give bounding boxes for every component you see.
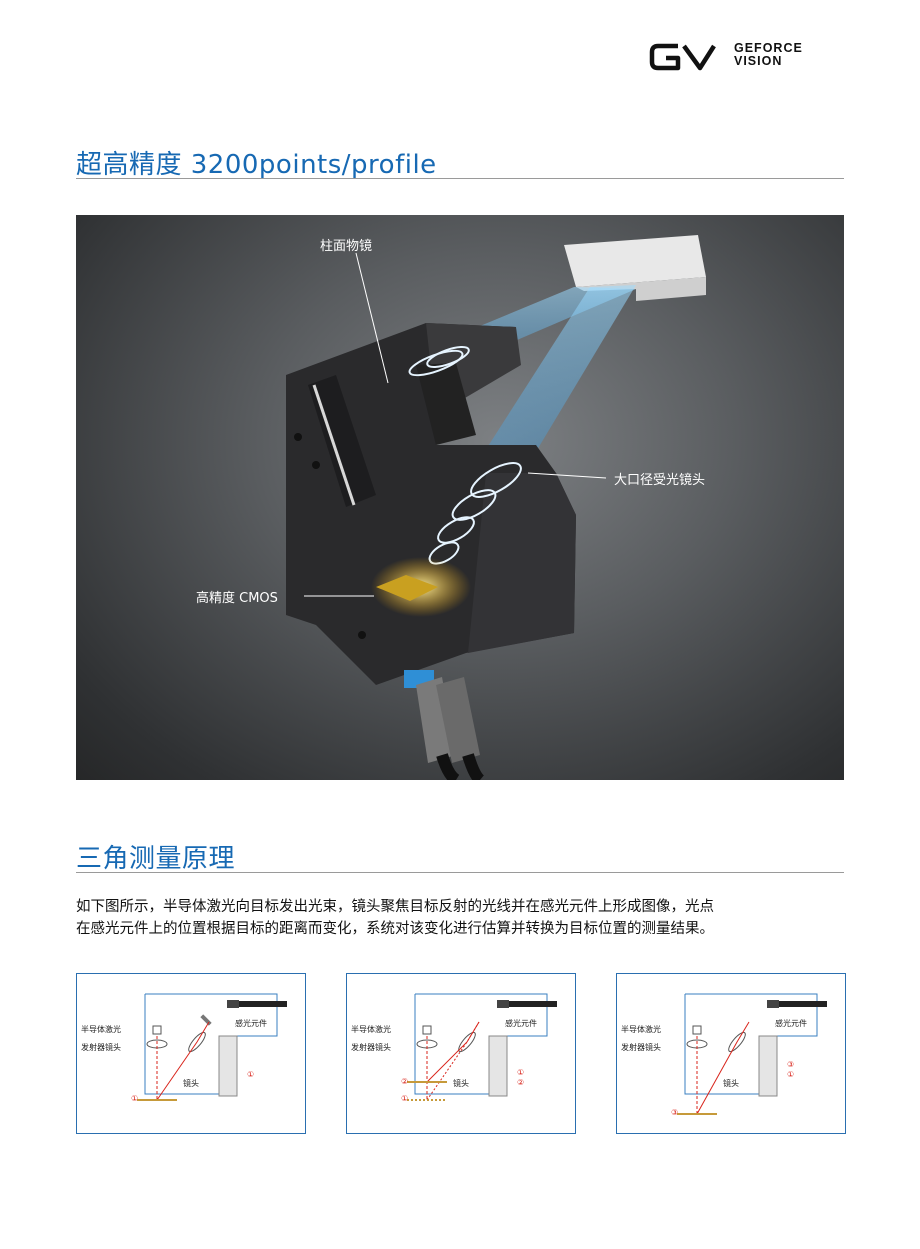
panel2-emitter-lens-label: 发射器镜头 [351,1043,391,1052]
callout-large-lens: 大口径受光镜头 [614,473,706,488]
panel3-emitter-lens-label: 发射器镜头 [621,1043,661,1052]
panel2-mark-1: ① [517,1068,525,1077]
diagram-panel-2: 半导体激光 发射器镜头 感光元件 镜头 ① ② ② ① [346,973,576,1134]
lens-stack [408,346,522,565]
brand-line2: VISION [734,54,783,68]
callout-lines [304,252,607,597]
sensor-housing [286,323,576,685]
panel1-emitter-lens-label: 发射器镜头 [81,1043,121,1052]
section2-title: 三角测量原理 [76,844,236,874]
panel1-target-mark-1: ① [131,1094,139,1103]
diagram-panel-1: 半导体激光 发射器镜头 感光元件 镜头 ① ① [76,973,306,1134]
sensor-illustration [286,235,706,780]
panel3-target-mark-3: ③ [671,1108,679,1117]
para-line1: 如下图所示，半导体激光向目标发出光束，镜头聚焦目标反射的光线并在感光元件上形成图… [76,899,714,915]
panel3-mark-1: ① [787,1070,795,1079]
panel2-lens-label: 镜头 [453,1079,469,1088]
principle-paragraph: 如下图所示，半导体激光向目标发出光束，镜头聚焦目标反射的光线并在感光元件上形成图… [76,896,846,940]
panel3-sensor-label: 感光元件 [775,1019,807,1028]
brand-wordmark: GEFORCE VISION [734,42,803,68]
panel3-mark-3: ③ [787,1060,795,1069]
panel2-mark-2: ② [517,1078,525,1087]
panel1-mark-1: ① [247,1070,255,1079]
diagram-2-graphic [407,993,557,1101]
section1-title: 超高精度 3200points/profile [76,150,437,180]
panel1-sensor-label: 感光元件 [235,1019,267,1028]
brand-logo [649,43,716,71]
section2-rule [76,872,844,873]
diagram-3-graphic [677,993,827,1115]
cables [404,670,485,780]
section1-rule [76,178,844,179]
panel2-target-mark-2: ② [401,1077,409,1086]
callout-cylindrical-lens: 柱面物镜 [320,239,373,254]
hero-image: 柱面物镜 大口径受光镜头 高精度 CMOS [76,215,844,780]
panel3-laser-label: 半导体激光 [621,1025,661,1034]
panel2-laser-label: 半导体激光 [351,1025,391,1034]
para-line2: 在感光元件上的位置根据目标的距离而变化，系统对该变化进行估算并转换为目标位置的测… [76,921,714,937]
panel2-target-mark-1: ① [401,1094,409,1103]
diagram-panel-3: 半导体激光 发射器镜头 感光元件 镜头 ③ ① ③ [616,973,846,1134]
panel1-laser-label: 半导体激光 [81,1025,121,1034]
diagram-1-graphic [137,993,287,1101]
target-block [564,235,706,301]
panel2-sensor-label: 感光元件 [505,1019,537,1028]
cmos-chip [376,575,438,601]
callout-cmos: 高精度 CMOS [196,591,278,606]
reflected-beam [476,285,636,485]
panel3-lens-label: 镜头 [723,1079,739,1088]
panel1-lens-label: 镜头 [183,1079,199,1088]
brand-line1: GEFORCE [734,41,803,55]
